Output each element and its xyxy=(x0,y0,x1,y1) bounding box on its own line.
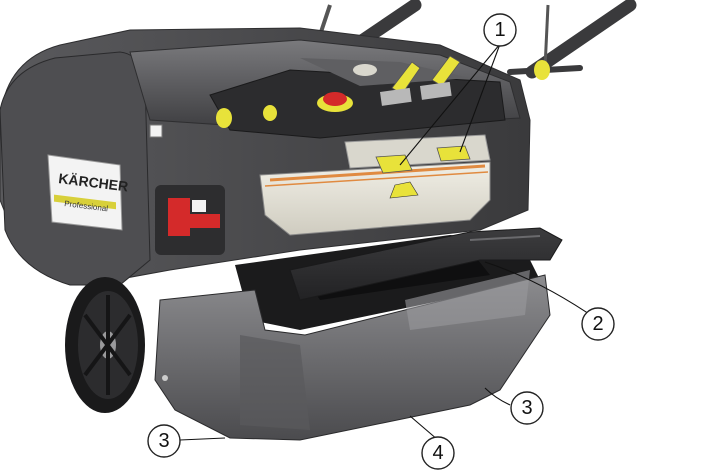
leader-lines xyxy=(179,43,599,441)
filter-latch-left[interactable] xyxy=(375,154,413,174)
callout-2: 2 xyxy=(581,307,615,341)
callout-1: 1 xyxy=(483,13,517,47)
svg-text:4: 4 xyxy=(432,442,443,464)
dirt-bin-lid[interactable] xyxy=(289,227,563,301)
dirt-bin xyxy=(154,270,551,441)
callout-3-left: 3 xyxy=(147,424,181,458)
callout-3-right: 3 xyxy=(510,391,544,425)
svg-text:3: 3 xyxy=(521,397,532,419)
svg-text:2: 2 xyxy=(592,313,603,335)
control-levers[interactable] xyxy=(379,55,461,106)
filter-latch-right[interactable] xyxy=(436,145,471,162)
svg-text:3: 3 xyxy=(158,430,169,452)
svg-text:1: 1 xyxy=(494,19,505,41)
brand-logo-panel: KÄRCHER Professional xyxy=(47,154,129,231)
callout-4: 4 xyxy=(421,436,455,470)
side-connector xyxy=(149,124,225,255)
rear-wheel xyxy=(65,277,145,413)
handle-grips xyxy=(216,60,550,128)
emergency-stop-button[interactable] xyxy=(317,92,353,112)
